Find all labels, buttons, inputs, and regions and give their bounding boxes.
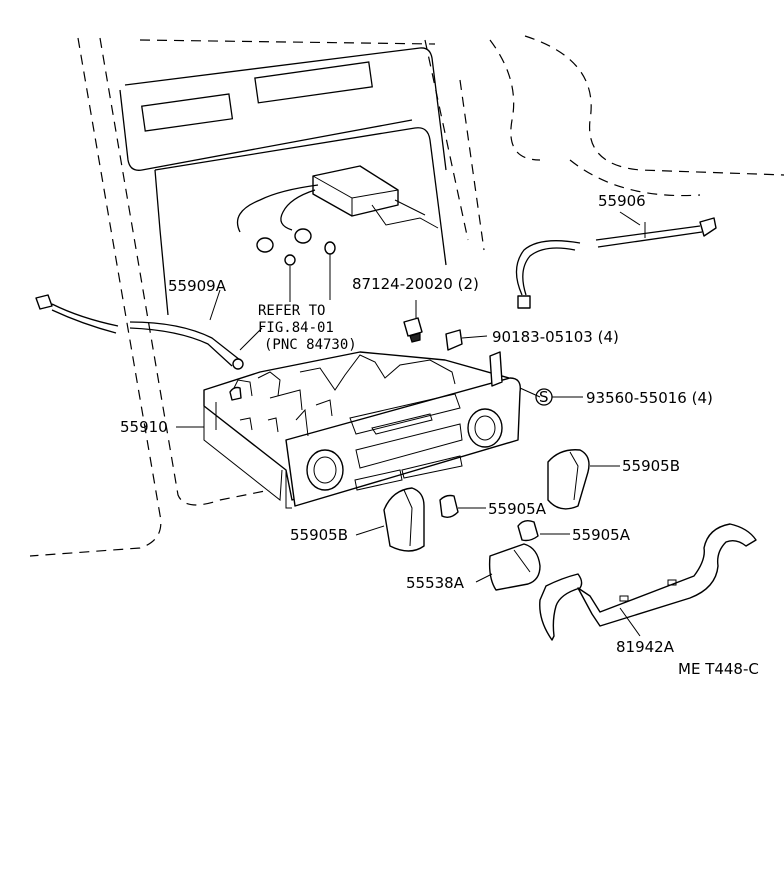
- label-90183-05103: 90183-05103 (4): [492, 328, 619, 346]
- bezel-81942A: [539, 523, 757, 641]
- knob-55905B-left: [383, 487, 425, 552]
- label-55905A-upper: 55905A: [488, 500, 547, 518]
- knob-55905A-upper: [439, 494, 459, 519]
- heater-control-assembly-55910: [203, 351, 521, 509]
- label-55905A-lower: 55905A: [572, 526, 631, 544]
- knob-55905A-lower: [517, 519, 539, 542]
- refer-note-line3: (PNC 84730): [264, 337, 357, 353]
- upper-dash-panel: [119, 47, 447, 316]
- label-81942A: 81942A: [616, 638, 675, 656]
- label-55538A: 55538A: [406, 574, 465, 592]
- cable-55906: [515, 217, 717, 309]
- figure-code: ME T448-C: [678, 660, 759, 678]
- label-55909A: 55909A: [168, 277, 227, 295]
- knob-55538A: [488, 543, 541, 591]
- s-mark-text: S: [539, 388, 549, 406]
- dashboard-outline: [29, 35, 784, 557]
- cable-55909A: [35, 294, 244, 370]
- label-55910: 55910: [120, 418, 168, 436]
- label-55905B-right: 55905B: [622, 457, 680, 475]
- label-55905B-left: 55905B: [290, 526, 348, 544]
- knob-55905B-right: [547, 449, 590, 510]
- refer-note-line2: FIG.84-01: [258, 320, 334, 336]
- clip-87124: [403, 300, 423, 343]
- clip-90183: [445, 329, 463, 351]
- special-fastener-mark: S: [535, 388, 553, 406]
- label-55906: 55906: [598, 192, 646, 210]
- label-93560-55016: 93560-55016 (4): [586, 389, 713, 407]
- refer-note-line1: REFER TO: [258, 303, 325, 319]
- label-87124-20020: 87124-20020 (2): [352, 275, 479, 293]
- leader-lines: [176, 211, 641, 637]
- control-unit-module: [236, 165, 439, 302]
